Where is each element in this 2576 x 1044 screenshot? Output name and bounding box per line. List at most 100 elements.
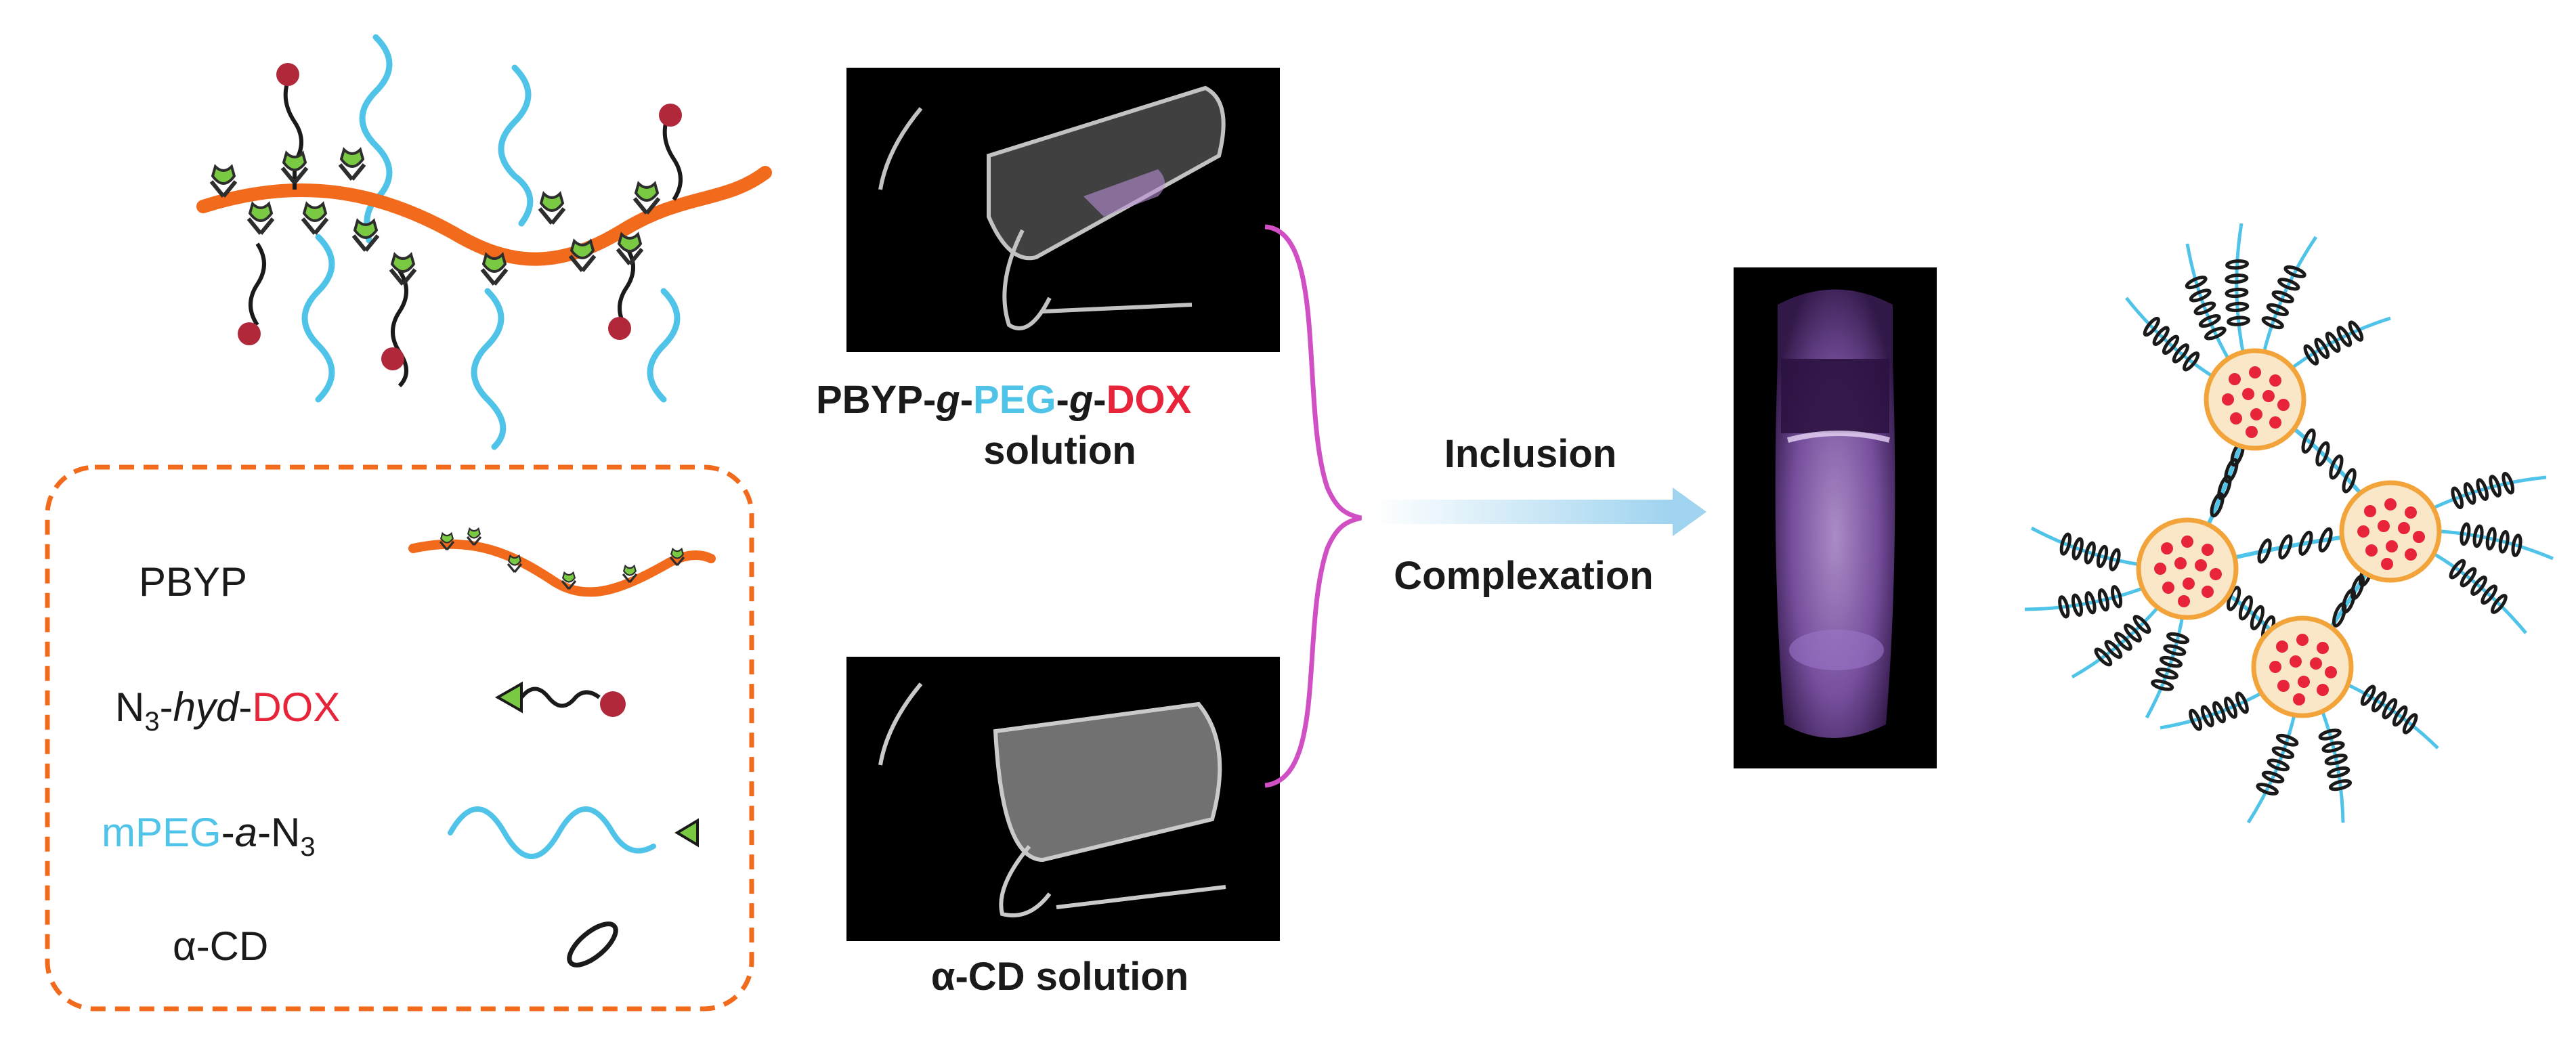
dox-sphere-icon bbox=[2250, 408, 2262, 420]
alpha-cd-ring-icon bbox=[2318, 527, 2333, 553]
dox-sphere-icon bbox=[2181, 536, 2193, 548]
dox-sphere-icon bbox=[2364, 505, 2376, 517]
dox-sphere-icon bbox=[2357, 525, 2369, 538]
alpha-cd-ring-icon bbox=[2502, 471, 2515, 495]
alpha-cd-ring-icon bbox=[2278, 534, 2293, 560]
alpha-cd-ring-icon bbox=[2096, 544, 2109, 569]
alpha-cd-ring-icon bbox=[2275, 733, 2299, 747]
dox-sphere-icon bbox=[2174, 557, 2187, 569]
dox-sphere-icon bbox=[2269, 661, 2281, 673]
dox-sphere-icon bbox=[381, 347, 404, 370]
dox-sphere-icon bbox=[2210, 568, 2222, 580]
dox-sphere-icon bbox=[2290, 655, 2302, 668]
alpha-cd-ring-icon bbox=[2382, 698, 2398, 720]
legend-label-mpeg-a-n3: mPEG-a-N3 bbox=[102, 810, 316, 862]
polymer-conjugate-illustration bbox=[196, 34, 772, 450]
alpha-cd-ring-icon bbox=[2224, 696, 2238, 719]
alpha-cd-ring-icon bbox=[2318, 728, 2342, 741]
dox-sphere-icon bbox=[2325, 666, 2337, 678]
dox-sphere-icon bbox=[2296, 634, 2309, 646]
alpha-cd-ring-icon bbox=[2159, 655, 2183, 668]
photo-bottom-alpha-cd-solution bbox=[846, 657, 1280, 941]
alpha-cd-ring-icon bbox=[2511, 534, 2523, 557]
dox-spheres bbox=[238, 63, 682, 370]
dox-sphere-icon bbox=[2262, 390, 2275, 402]
alpha-cd-ring-icon bbox=[2329, 454, 2344, 480]
alkyne-pendant-icon bbox=[249, 204, 273, 234]
dox-sphere-icon bbox=[2384, 498, 2397, 510]
alkyne-pendant-icon bbox=[353, 221, 378, 251]
alpha-cd-ring-icon bbox=[2460, 522, 2471, 546]
dox-sphere-icon bbox=[2195, 559, 2207, 571]
dox-sphere-icon bbox=[2298, 676, 2310, 688]
dox-sphere-icon bbox=[2202, 586, 2214, 598]
alpha-cd-ring-icon bbox=[2058, 595, 2070, 619]
dox-sphere-icon bbox=[2269, 374, 2281, 387]
dox-sphere-icon bbox=[659, 104, 682, 127]
alpha-cd-ring-icon bbox=[2463, 482, 2476, 505]
alpha-cd-ring-icon bbox=[2402, 713, 2418, 735]
alpha-cd-ring-icon bbox=[2348, 320, 2364, 342]
dox-sphere-icon bbox=[2317, 642, 2329, 654]
alpha-cd-ring-icon bbox=[2225, 287, 2249, 299]
alpha-cd-ring-icon bbox=[2301, 428, 2316, 454]
alpha-cd-ring-icon bbox=[2217, 475, 2232, 500]
dox-sphere-icon bbox=[2405, 548, 2417, 561]
dox-sphere-icon bbox=[2277, 680, 2290, 692]
alpha-cd-ring-icon bbox=[2224, 458, 2239, 483]
alpha-cd-ring-icon bbox=[2132, 615, 2151, 634]
alpha-cd-ring-icon bbox=[2261, 770, 2285, 784]
alpha-cd-ring-icon bbox=[2166, 632, 2190, 645]
alpha-cd-ring-icon bbox=[2324, 754, 2348, 766]
dox-sphere-icon bbox=[2183, 578, 2195, 590]
dox-sphere-icon bbox=[2317, 684, 2329, 696]
alpha-cd-ring-icon bbox=[2183, 351, 2200, 372]
alpha-cd-ring-icon bbox=[2185, 276, 2208, 290]
alpha-cd-ring-icon bbox=[2460, 567, 2477, 588]
alpha-cd-ring-icon bbox=[2151, 679, 2174, 691]
dox-sphere-icon bbox=[2277, 399, 2290, 411]
photo-top-caption-line1: PBYP-g-PEG-g-DOX bbox=[816, 378, 1192, 422]
process-label-complexation: Complexation bbox=[1394, 554, 1654, 598]
dox-sphere-icon bbox=[2161, 542, 2173, 554]
legend-label-n3-hyd-dox: N3-hyd-DOX bbox=[115, 684, 340, 737]
dox-sphere-icon bbox=[2405, 506, 2417, 519]
alpha-cd-ring-icon bbox=[2271, 290, 2294, 304]
photo-top-pbyp-solution bbox=[846, 68, 1280, 352]
micelle-network-illustration bbox=[2024, 223, 2554, 824]
alpha-cd-ring-icon bbox=[2491, 594, 2508, 614]
alpha-cd-ring-icon bbox=[2227, 316, 2251, 326]
alpha-cd-ring-icon bbox=[2271, 746, 2295, 760]
alpha-cd-ring-icon bbox=[2109, 548, 2121, 571]
alpha-cd-ring-icon bbox=[2476, 478, 2489, 501]
alpha-cd-ring-icon bbox=[2250, 605, 2264, 630]
dox-sphere-icon bbox=[2386, 540, 2398, 552]
alpha-cd-ring-icon bbox=[2470, 575, 2487, 596]
dox-sphere-icon bbox=[2229, 373, 2241, 385]
dox-sphere-icon bbox=[276, 63, 299, 86]
legend-n3-hyd-dox-icon bbox=[494, 681, 626, 717]
alpha-cd-ring-icon bbox=[2212, 701, 2227, 724]
alpha-cd-ring-icon bbox=[2342, 468, 2357, 494]
dox-sphere-icon bbox=[2310, 657, 2322, 670]
alpha-cd-ring-icon bbox=[2198, 314, 2221, 328]
alpha-cd-ring-icon bbox=[2225, 259, 2250, 270]
photo-top-caption-line2: solution bbox=[983, 429, 1136, 473]
alpha-cd-ring-icon bbox=[2485, 527, 2497, 551]
alpha-cd-ring-icon bbox=[2152, 326, 2170, 346]
alpha-cd-ring-icon bbox=[2163, 644, 2187, 656]
alpha-cd-ring-icon bbox=[2321, 741, 2345, 753]
legend-pbyp-icon bbox=[408, 527, 716, 597]
legend-mpeg-icon bbox=[448, 806, 699, 859]
alpha-cd-ring-icon bbox=[2298, 530, 2313, 556]
alpha-cd-ring-icon bbox=[2189, 288, 2212, 303]
alpha-cd-ring-icon bbox=[2227, 586, 2241, 611]
alpha-cd-ring-icon bbox=[2451, 486, 2464, 510]
dox-sphere-icon bbox=[2162, 582, 2174, 594]
process-label-inclusion: Inclusion bbox=[1444, 432, 1617, 476]
photo-gel-vial bbox=[1734, 267, 1937, 768]
alpha-cd-ring-icon bbox=[2193, 301, 2216, 316]
dox-sphere-icon bbox=[2230, 412, 2242, 425]
alpha-cd-ring-icon bbox=[2189, 708, 2203, 731]
